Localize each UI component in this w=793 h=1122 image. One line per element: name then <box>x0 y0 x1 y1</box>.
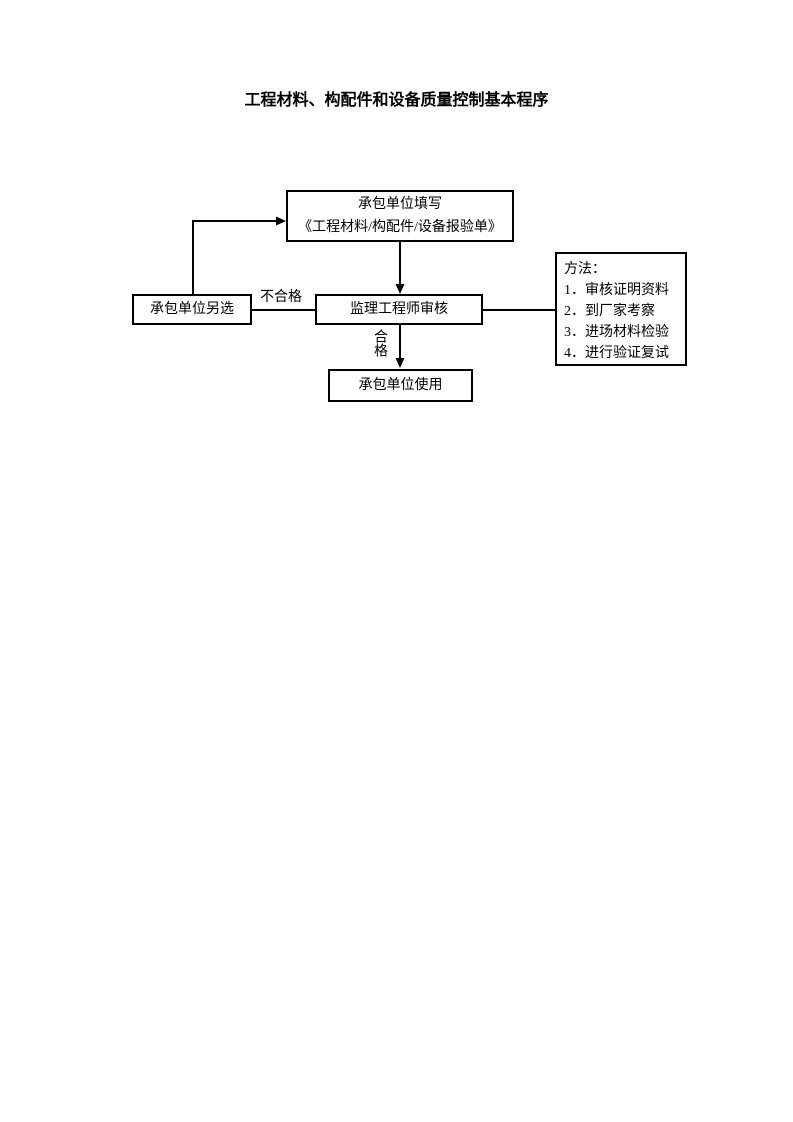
methods-item-1: 1．审核证明资料 <box>564 283 669 298</box>
node-contractor-fill-form-line1: 承包单位填写 <box>358 197 442 212</box>
node-contractor-use: 承包单位使用 <box>328 369 473 402</box>
arrowhead-review-to-use <box>395 358 405 368</box>
methods-item-3: 3．进场材料检验 <box>564 325 669 340</box>
node-contractor-fill-form-line2: 《工程材料/构配件/设备报验单》 <box>298 220 502 235</box>
methods-title: 方法： <box>564 262 606 277</box>
node-methods-list: 方法： 1．审核证明资料 2．到厂家考察 3．进场材料检验 4．进行验证复试 <box>555 252 687 366</box>
page-title: 工程材料、构配件和设备质量控制基本程序 <box>244 92 549 109</box>
node-contractor-reselect: 承包单位另选 <box>132 294 252 325</box>
node-contractor-fill-form: 承包单位填写 《工程材料/构配件/设备报验单》 <box>286 190 514 242</box>
arrowhead-reselect-to-form <box>276 216 286 226</box>
edge-label-pass: 合格 <box>371 329 387 357</box>
edge-label-fail: 不合格 <box>260 290 302 305</box>
node-supervising-engineer-review: 监理工程师审核 <box>315 294 483 325</box>
methods-item-2: 2．到厂家考察 <box>564 304 655 319</box>
methods-item-4: 4．进行验证复试 <box>564 346 669 361</box>
arrowhead-form-to-review <box>395 284 405 294</box>
connector-reselect-to-form <box>192 220 277 294</box>
